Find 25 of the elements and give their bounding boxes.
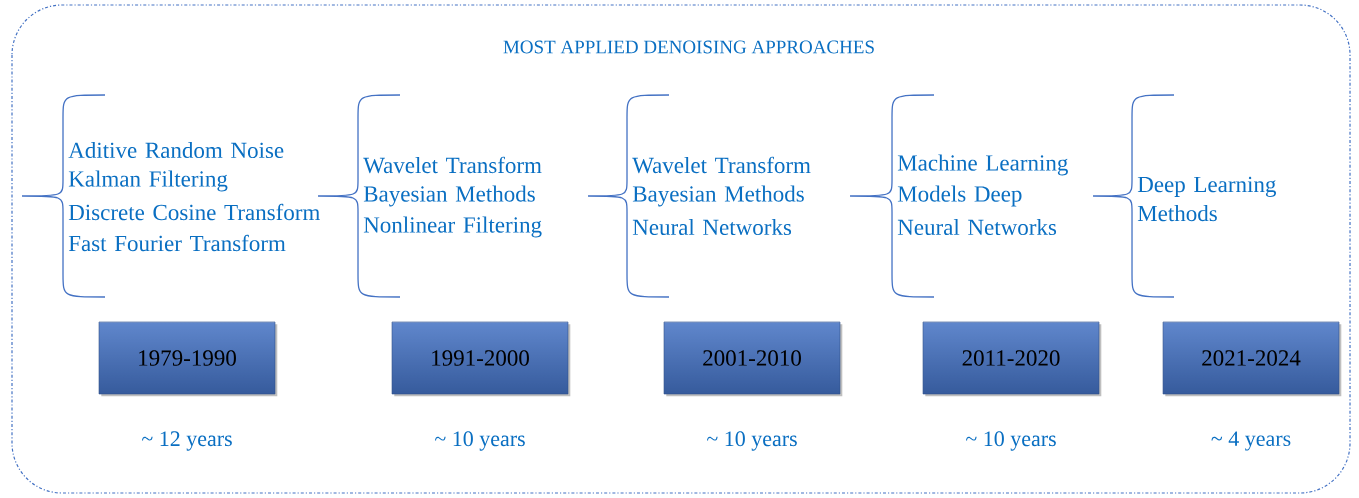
method-text: Deep Learning Methods bbox=[1137, 176, 1276, 222]
method-text: Neural Networks bbox=[632, 218, 792, 236]
method-text: Neural Networks bbox=[897, 218, 1057, 236]
duration-label: ~ 10 years bbox=[965, 431, 1056, 451]
period-box: 2001-2010 bbox=[663, 321, 843, 397]
title: MOST APPLIED DENOISING APPROACHES bbox=[503, 40, 874, 54]
period-box: 1979-1990 bbox=[98, 321, 278, 397]
method-text: Fast Fourier Transform bbox=[68, 234, 286, 252]
period-box: 1991-2000 bbox=[391, 321, 571, 397]
method-text: Kalman Filtering bbox=[68, 170, 228, 192]
method-text: Nonlinear Filtering bbox=[363, 216, 542, 238]
method-text: Aditive Random Noise bbox=[68, 141, 284, 159]
period-box: 2021-2024 bbox=[1162, 321, 1342, 397]
method-text: Discrete Cosine Transform bbox=[68, 203, 320, 221]
method-text: Bayesian Methods bbox=[632, 185, 804, 207]
method-text: Wavelet Transform bbox=[363, 156, 542, 174]
duration-label: ~ 12 years bbox=[141, 431, 232, 451]
method-text: Wavelet Transform bbox=[632, 156, 811, 174]
period-box: 2011-2020 bbox=[922, 321, 1102, 397]
duration-label: ~ 10 years bbox=[706, 431, 797, 451]
method-text: Bayesian Methods bbox=[363, 185, 535, 207]
method-text: Machine Learning bbox=[897, 154, 1068, 176]
method-text: Models Deep bbox=[897, 185, 1022, 207]
duration-label: ~ 10 years bbox=[434, 431, 525, 451]
duration-label: ~ 4 years bbox=[1211, 431, 1291, 451]
